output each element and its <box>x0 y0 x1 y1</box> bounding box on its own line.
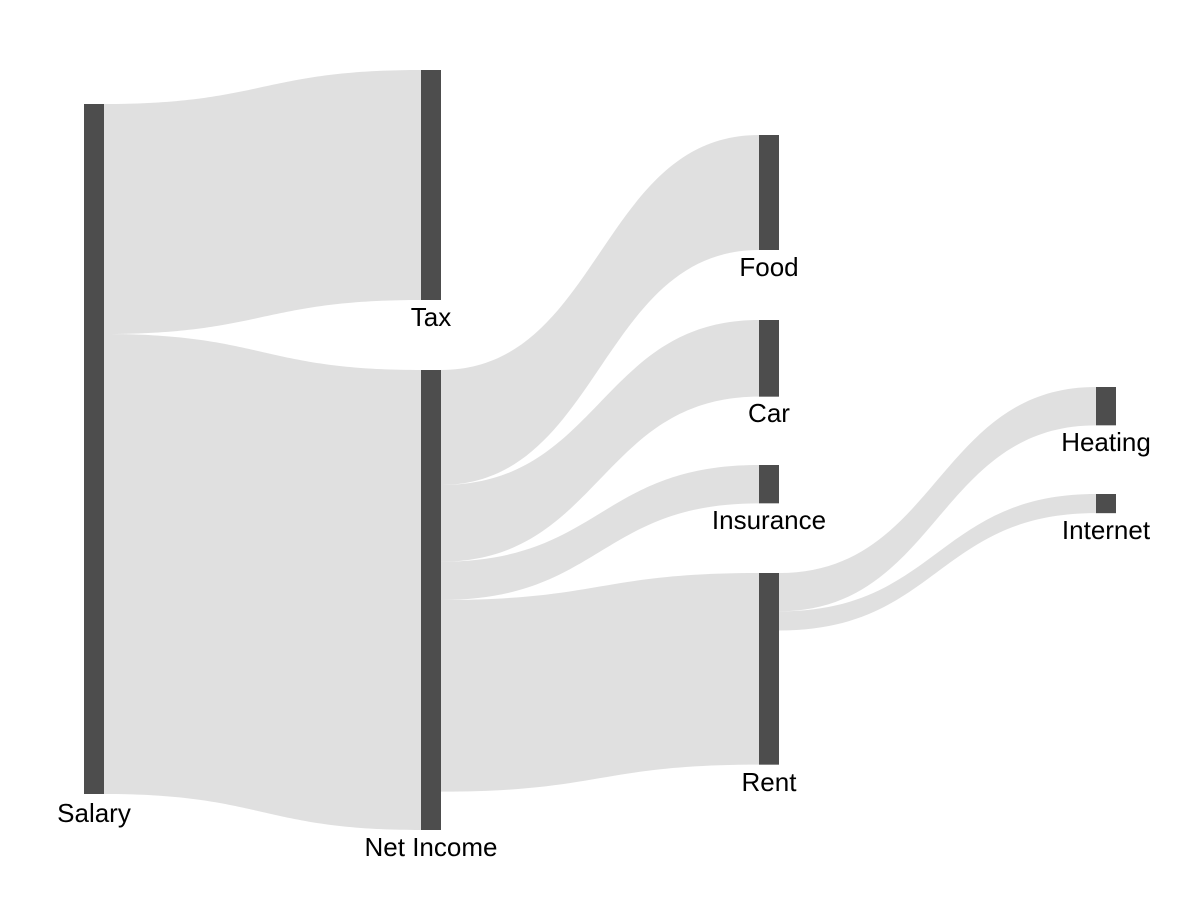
node-tax <box>421 70 441 300</box>
link-net-food <box>441 135 759 485</box>
node-label-insurance: Insurance <box>712 505 826 535</box>
node-internet <box>1096 494 1116 514</box>
link-salary-tax <box>104 70 421 334</box>
link-net-car <box>441 320 759 562</box>
links-layer <box>104 70 1096 830</box>
node-label-salary: Salary <box>57 798 131 828</box>
nodes-layer <box>84 70 1116 830</box>
node-label-car: Car <box>748 398 790 428</box>
node-net <box>421 370 441 830</box>
link-net-rent <box>441 573 759 792</box>
node-label-heating: Heating <box>1061 427 1151 457</box>
node-rent <box>759 573 779 765</box>
node-insurance <box>759 465 779 504</box>
node-label-internet: Internet <box>1062 515 1151 545</box>
node-food <box>759 135 779 250</box>
link-rent-internet <box>779 494 1096 631</box>
node-label-net: Net Income <box>365 832 498 862</box>
node-label-tax: Tax <box>411 302 451 332</box>
node-label-rent: Rent <box>742 767 798 797</box>
link-rent-heating <box>779 387 1096 612</box>
link-net-insurance <box>441 465 759 600</box>
node-label-food: Food <box>739 252 798 282</box>
link-salary-net <box>104 334 421 830</box>
node-salary <box>84 104 104 794</box>
node-heating <box>1096 387 1116 426</box>
node-car <box>759 320 779 397</box>
